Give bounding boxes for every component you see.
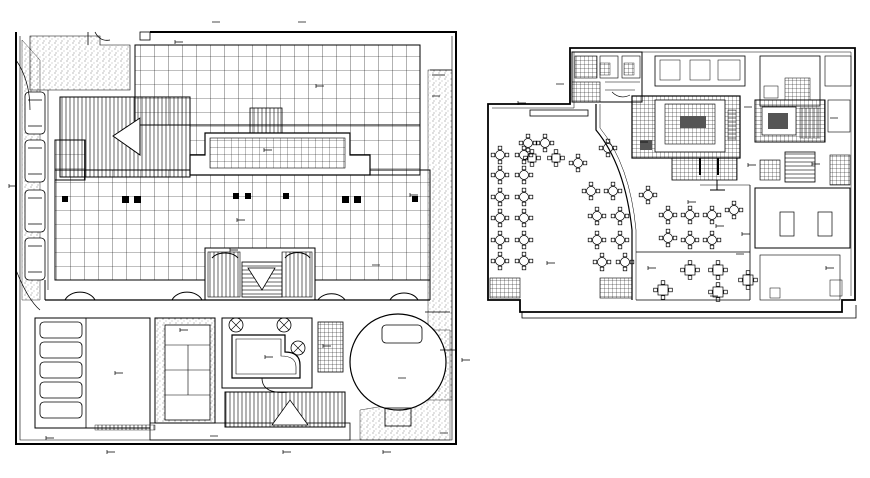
dining-table bbox=[490, 165, 510, 185]
dining-table bbox=[653, 280, 673, 300]
dining-table bbox=[547, 149, 565, 167]
dining-table bbox=[535, 133, 555, 153]
drop-off-circle bbox=[349, 313, 447, 411]
dining-table bbox=[514, 187, 534, 207]
dining-table bbox=[658, 228, 678, 248]
parking-lot bbox=[34, 317, 151, 429]
planter-circle bbox=[228, 317, 244, 333]
dining-table bbox=[708, 282, 728, 302]
roof-vents bbox=[62, 193, 418, 203]
dining-table bbox=[610, 230, 630, 250]
dining-table bbox=[490, 208, 510, 228]
dining-table bbox=[490, 187, 510, 207]
floor-plan-outer-wall bbox=[487, 47, 856, 313]
dining-table bbox=[738, 270, 758, 290]
pool-deck bbox=[221, 317, 313, 389]
site-boundary bbox=[15, 31, 457, 445]
stairwell bbox=[784, 151, 816, 183]
car-drop-off bbox=[381, 324, 423, 344]
meeting-room bbox=[754, 187, 851, 249]
dining-table bbox=[514, 230, 534, 250]
dining-table bbox=[598, 138, 618, 158]
dining-table bbox=[587, 230, 607, 250]
dining-table bbox=[514, 165, 534, 185]
dining-table bbox=[702, 230, 722, 250]
dining-table bbox=[514, 145, 534, 165]
floor-plan bbox=[487, 47, 857, 319]
dining-table bbox=[514, 251, 534, 271]
restroom-block bbox=[571, 51, 643, 103]
dining-table bbox=[518, 133, 538, 153]
dining-table bbox=[724, 200, 744, 220]
dining-table bbox=[708, 260, 728, 280]
bar-counter bbox=[529, 109, 589, 117]
dining-table bbox=[680, 230, 700, 250]
dining-table bbox=[680, 260, 700, 280]
dining-table bbox=[490, 230, 510, 250]
dining-table bbox=[490, 145, 510, 165]
skylight-triangle bbox=[112, 117, 141, 156]
curved-partition bbox=[595, 104, 633, 300]
dining-table bbox=[658, 205, 678, 225]
dining-table bbox=[514, 208, 534, 228]
dining-table bbox=[587, 206, 607, 226]
dining-table bbox=[615, 252, 635, 272]
dining-table bbox=[592, 252, 612, 272]
annotation-markers-site bbox=[8, 21, 470, 454]
dining-table bbox=[568, 153, 588, 173]
parking-left bbox=[24, 90, 49, 290]
annotation-markers-floor bbox=[517, 83, 838, 297]
parking-bottom bbox=[39, 318, 87, 428]
dining-table bbox=[490, 251, 510, 271]
swimming-pool bbox=[231, 334, 301, 379]
dining-table bbox=[603, 181, 623, 201]
dining-table bbox=[523, 149, 541, 167]
dining-table bbox=[581, 181, 601, 201]
dining-table bbox=[702, 205, 722, 225]
site-plan bbox=[15, 31, 457, 445]
landscape-area-top bbox=[29, 35, 131, 91]
dining-table bbox=[610, 206, 630, 226]
dining-table bbox=[638, 185, 658, 205]
dining-table bbox=[680, 205, 700, 225]
dining-tables bbox=[490, 133, 758, 302]
